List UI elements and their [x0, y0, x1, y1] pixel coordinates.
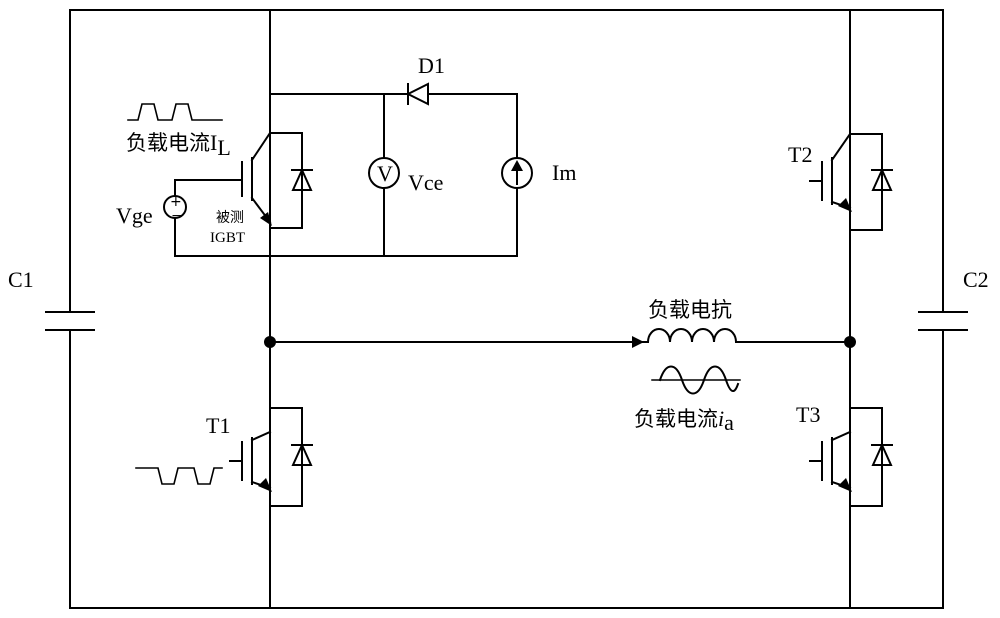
sine-waveform-icon [658, 365, 740, 395]
diode-icon [871, 442, 893, 466]
load-branch: 负载电抗 负载电流ia [264, 298, 856, 435]
plus-sign: + [170, 194, 182, 210]
igbt-t2: T2 [788, 132, 893, 231]
emitter-arrow-icon [838, 478, 852, 492]
label-load-current-il: 负载电流IL [126, 130, 231, 160]
label-c2: C2 [963, 267, 989, 292]
label-d1: D1 [418, 53, 445, 78]
label-t2: T2 [788, 142, 812, 167]
igbt-dut: 被测 IGBT [210, 131, 313, 246]
pulse-waveform-icon [127, 103, 223, 121]
label-c1: C1 [8, 267, 34, 292]
label-vce: Vce [408, 170, 443, 195]
current-arrow-icon [632, 336, 644, 348]
current-source-arrow-icon [511, 160, 523, 171]
label-load-reactance: 负载电抗 [648, 298, 732, 322]
label-im: Im [552, 160, 576, 185]
igbt-t1: T1 [135, 407, 313, 507]
label-t1: T1 [206, 413, 230, 438]
label-t3: T3 [796, 402, 820, 427]
emitter-arrow-icon [258, 478, 272, 492]
capacitor-c1: C1 [8, 267, 95, 331]
diode-icon [291, 442, 313, 466]
label-vge: Vge [116, 203, 153, 228]
emitter-arrow-icon [260, 212, 272, 226]
capacitor-c2: C2 [918, 267, 989, 331]
label-dut-line1: 被测 [216, 210, 244, 226]
voltmeter-symbol: V [377, 161, 393, 186]
label-load-current-ia: 负载电流ia [634, 406, 734, 435]
gate-pulse-waveform-icon [135, 467, 223, 485]
diode-d1-icon [405, 82, 429, 106]
minus-sign: − [171, 208, 183, 224]
dc-bus-wires [69, 9, 944, 609]
gate-source-vge: + − Vge [116, 179, 518, 257]
diode-icon [291, 167, 313, 191]
label-dut-line2: IGBT [210, 230, 245, 246]
inductor-symbol [646, 328, 738, 344]
il-waveform: 负载电流IL [126, 103, 231, 160]
measurement-loop: D1 V Vce Im [269, 53, 576, 257]
diode-icon [871, 167, 893, 191]
emitter-arrow-icon [838, 198, 852, 212]
igbt-t3: T3 [796, 402, 893, 507]
